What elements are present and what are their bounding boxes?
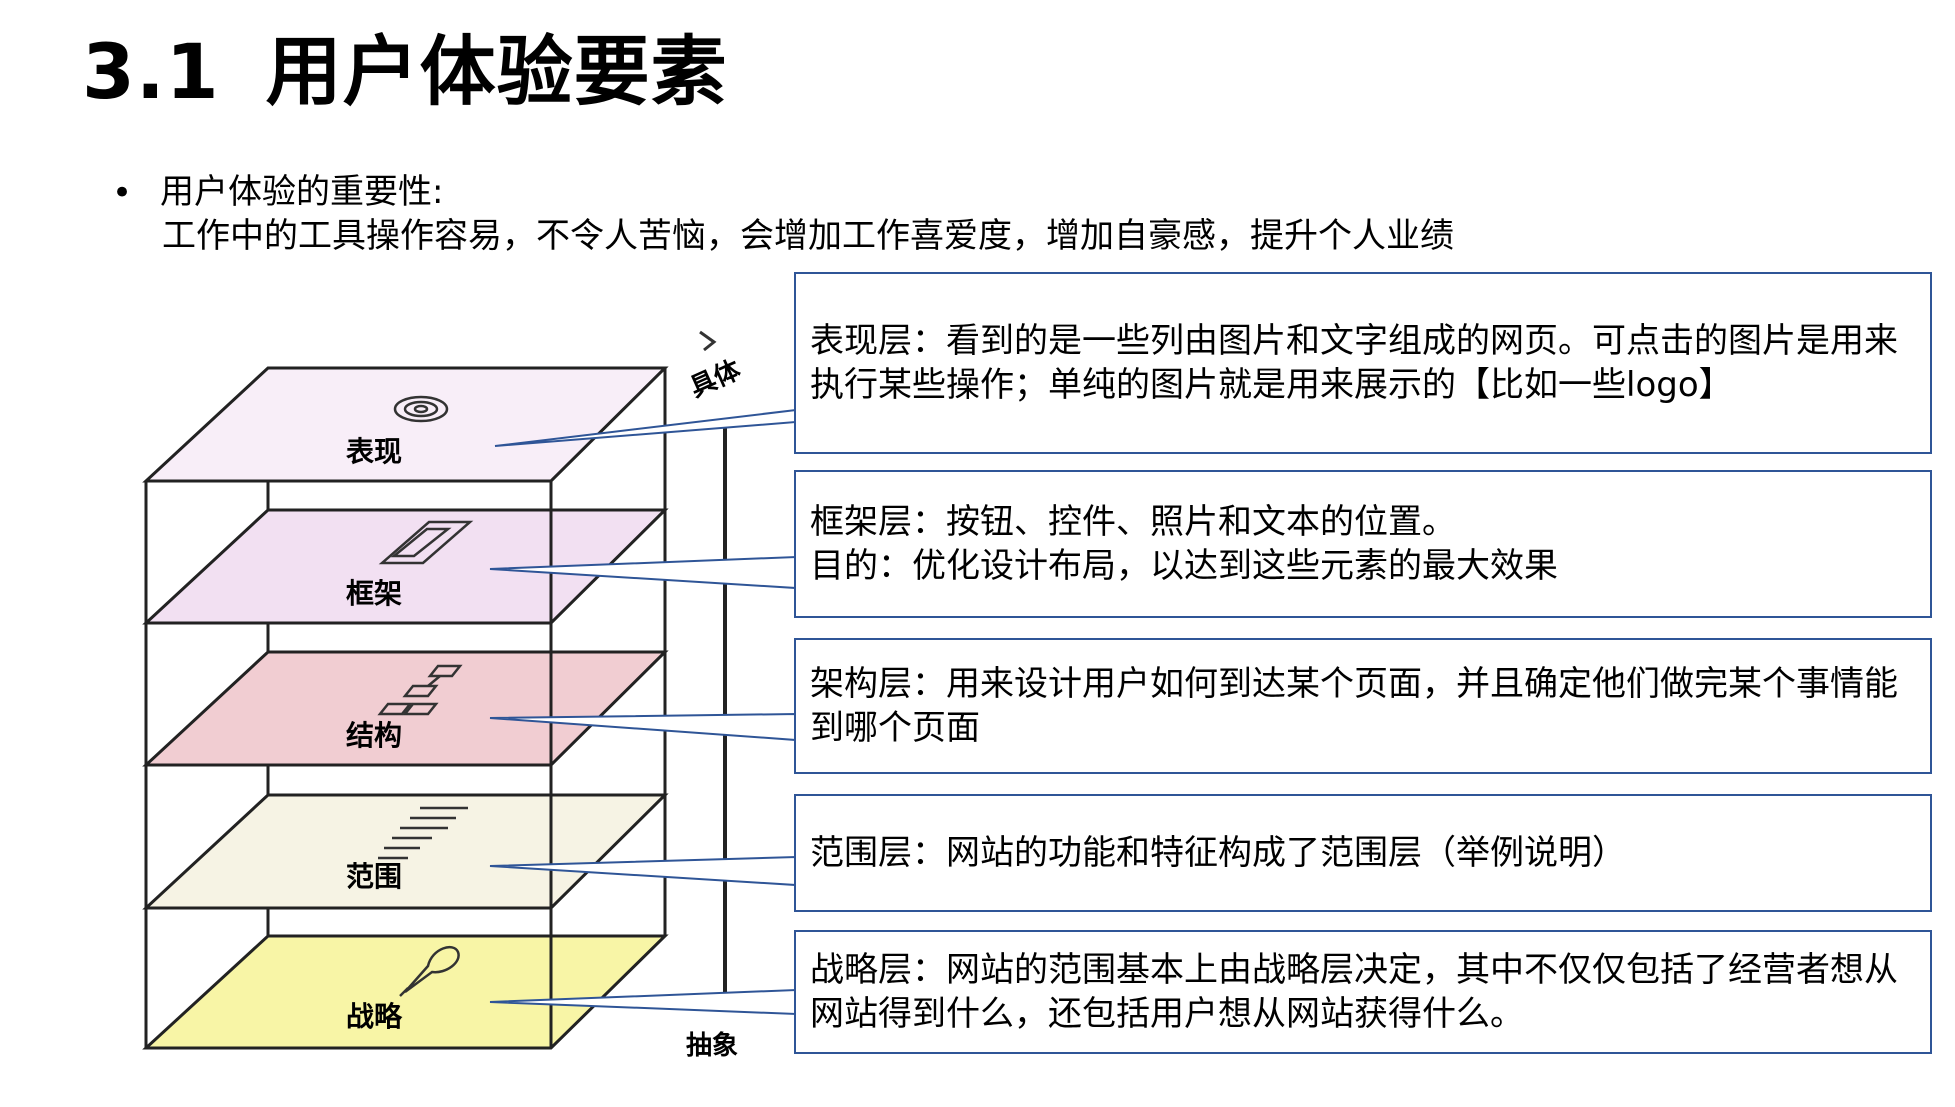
callout-strategy: 战略层：网站的范围基本上由战略层决定，其中不仅仅包括了经营者想从网站得到什么，还… xyxy=(794,930,1932,1054)
callout-surface: 表现层：看到的是一些列由图片和文字组成的网页。可点击的图片是用来执行某些操作；单… xyxy=(794,272,1932,454)
layer-label-surface: 表现 xyxy=(346,435,402,468)
callout-surface-text: 表现层：看到的是一些列由图片和文字组成的网页。可点击的图片是用来执行某些操作；单… xyxy=(810,319,1916,407)
axis-bottom-label: 抽象 xyxy=(686,1030,738,1061)
layer-label-strategy: 战略 xyxy=(346,1000,403,1033)
callout-structure-text: 架构层：用来设计用户如何到达某个页面，并且确定他们做完某个事情能到哪个页面 xyxy=(810,662,1916,750)
layer-label-scope: 范围 xyxy=(346,860,402,893)
callout-skeleton: 框架层：按钮、控件、照片和文本的位置。 目的：优化设计布局，以达到这些元素的最大… xyxy=(794,470,1932,618)
axis-top-label: 具体 xyxy=(685,355,746,404)
layer-scope-plane xyxy=(146,795,665,908)
axis-arrow-icon xyxy=(700,332,714,350)
callout-skeleton-line2: 目的：优化设计布局，以达到这些元素的最大效果 xyxy=(810,544,1558,588)
layer-label-skeleton: 框架 xyxy=(346,577,402,610)
layer-label-structure: 结构 xyxy=(346,719,402,752)
callout-structure: 架构层：用来设计用户如何到达某个页面，并且确定他们做完某个事情能到哪个页面 xyxy=(794,638,1932,774)
callout-skeleton-line1: 框架层：按钮、控件、照片和文本的位置。 xyxy=(810,500,1558,544)
layer-surface-plane xyxy=(146,368,665,481)
callout-scope: 范围层：网站的功能和特征构成了范围层（举例说明） xyxy=(794,794,1932,912)
callout-scope-text: 范围层：网站的功能和特征构成了范围层（举例说明） xyxy=(810,831,1626,875)
callout-strategy-text: 战略层：网站的范围基本上由战略层决定，其中不仅仅包括了经营者想从网站得到什么，还… xyxy=(810,948,1916,1036)
